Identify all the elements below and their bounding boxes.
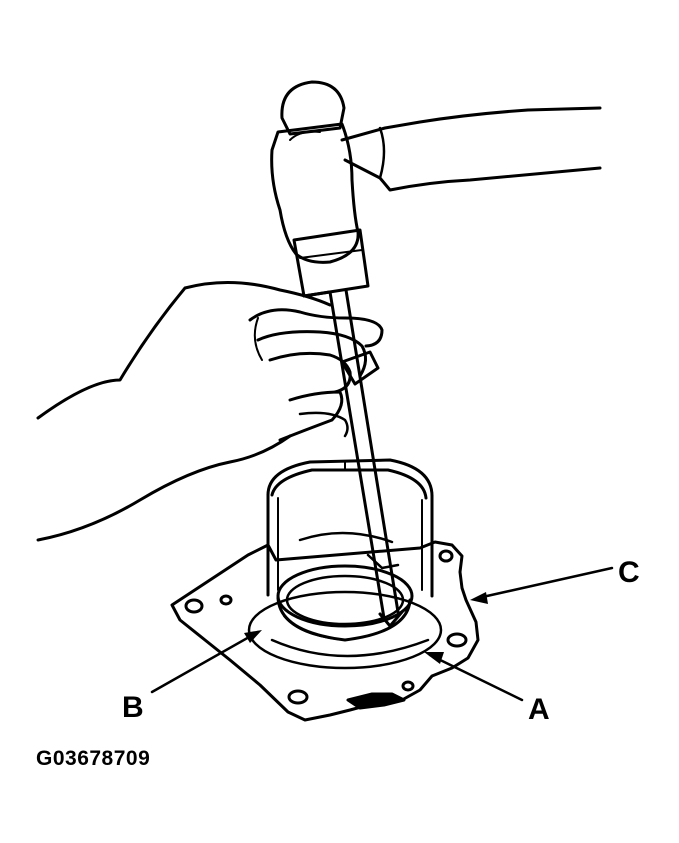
callout-label-b: B bbox=[122, 691, 144, 724]
housing-bore bbox=[266, 458, 434, 598]
callout-label-c: C bbox=[618, 556, 640, 589]
leader-lines bbox=[150, 566, 614, 702]
snap-ring-groove bbox=[270, 638, 430, 658]
figure-id: G03678709 bbox=[36, 747, 151, 770]
oil-seal-ring bbox=[276, 564, 414, 642]
arrowheads bbox=[244, 592, 488, 664]
callout-label-a: A bbox=[528, 693, 550, 726]
hand bbox=[36, 281, 384, 542]
drift-tool bbox=[328, 288, 404, 628]
hammer bbox=[270, 80, 602, 298]
flange-housing bbox=[170, 540, 480, 722]
